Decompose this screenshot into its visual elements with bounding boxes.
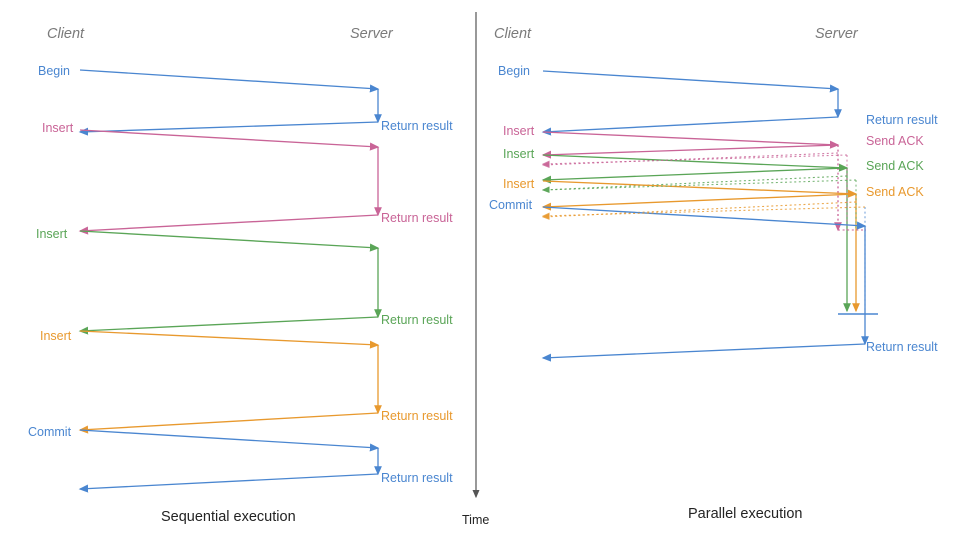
- message-label: Return result: [381, 409, 453, 423]
- client-lane-header: Client: [47, 26, 85, 42]
- message-arrow: [541, 144, 839, 159]
- message-label: Insert: [503, 147, 535, 161]
- message-arrow: [79, 69, 380, 93]
- ack-dotted-return: [541, 206, 866, 220]
- message-arrow: [79, 429, 380, 452]
- time-axis-label: Time: [462, 513, 489, 527]
- message-arrow: [78, 121, 379, 136]
- server-lane-header: Server: [815, 26, 859, 42]
- message-label: Return result: [381, 313, 453, 327]
- message-label: Return result: [866, 113, 938, 127]
- message-label: Begin: [38, 64, 70, 78]
- message-arrow: [542, 180, 858, 198]
- message-label: Send ACK: [866, 159, 924, 173]
- client-lane-header: Client: [494, 26, 532, 42]
- panel-caption: Parallel execution: [688, 506, 802, 522]
- message-label: Send ACK: [866, 185, 924, 199]
- message-label: Commit: [489, 198, 533, 212]
- message-arrow: [542, 70, 840, 93]
- ack-dotted-return: [541, 179, 857, 194]
- ack-return-arrow: [541, 201, 857, 220]
- ack-return-arrow: [541, 152, 839, 169]
- ack-dotted-return: [541, 154, 848, 168]
- message-arrow: [78, 473, 379, 493]
- message-arrow: [78, 316, 379, 335]
- panel-caption: Sequential execution: [161, 509, 296, 525]
- server-lane-header: Server: [350, 26, 394, 42]
- message-arrow: [541, 167, 848, 184]
- message-label: Return result: [381, 471, 453, 485]
- message-label: Commit: [28, 425, 72, 439]
- message-arrow: [79, 129, 380, 151]
- message-arrow: [542, 154, 849, 172]
- time-axis: Time: [462, 12, 489, 527]
- message-label: Insert: [40, 329, 72, 343]
- message-label: Return result: [866, 340, 938, 354]
- message-arrow: [79, 230, 380, 252]
- message-label: Insert: [42, 121, 74, 135]
- message-arrow: [542, 206, 867, 230]
- message-arrow: [78, 214, 379, 235]
- message-arrow: [541, 193, 857, 211]
- message-label: Insert: [503, 124, 535, 138]
- message-label: Insert: [36, 227, 68, 241]
- message-arrow: [542, 131, 840, 149]
- message-label: Send ACK: [866, 134, 924, 148]
- message-label: Return result: [381, 119, 453, 133]
- message-arrow: [541, 343, 866, 362]
- ack-return-arrow: [541, 175, 848, 193]
- message-arrow: [79, 330, 380, 349]
- message-label: Begin: [498, 64, 530, 78]
- message-label: Insert: [503, 177, 535, 191]
- message-arrow: [541, 116, 839, 136]
- message-arrow: [78, 412, 379, 434]
- message-label: Return result: [381, 211, 453, 225]
